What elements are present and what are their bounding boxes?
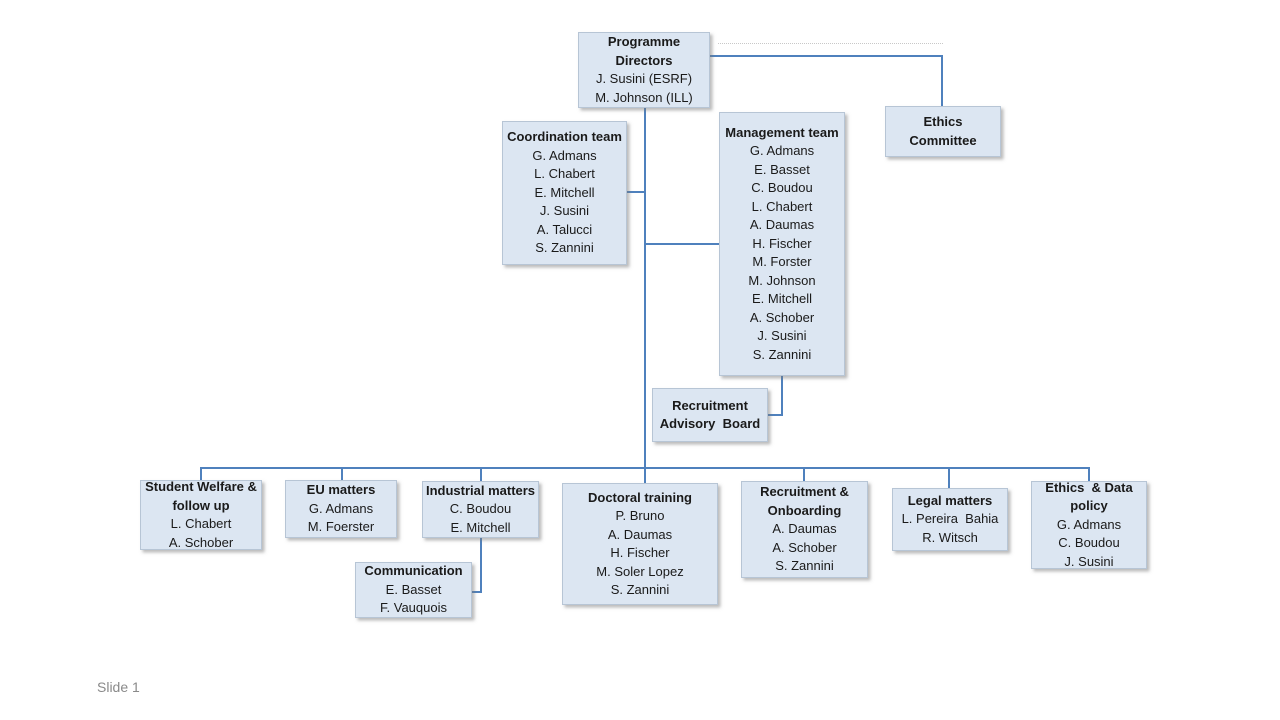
member-name: A. Daumas bbox=[607, 526, 673, 542]
member-name: S. Zannini bbox=[610, 582, 670, 597]
org-box-coordination-team: Coordination team G. Admans L. Chabert E. … bbox=[502, 121, 627, 265]
org-box-recruitment-onboarding: Recruitment & Onboarding A. Daumas A. Sch… bbox=[741, 481, 868, 578]
org-box-ethics-committee: Ethics Committee bbox=[885, 106, 1001, 157]
slide-number-label: Slide 1 bbox=[97, 679, 140, 695]
connector-industrial-to-communication-vertical bbox=[480, 538, 482, 593]
member-name: A. Daumas bbox=[772, 521, 837, 537]
box-title: Communication bbox=[364, 563, 463, 579]
member-name: C. Boudou bbox=[1058, 535, 1120, 551]
member-list: C. Boudou E. Mitchell bbox=[424, 500, 537, 537]
box-title: Doctoral training bbox=[587, 489, 692, 505]
connector-industrial-to-communication-horizontal bbox=[472, 591, 482, 593]
member-name: A. Daumas bbox=[749, 217, 815, 233]
connector-main-vertical bbox=[644, 106, 646, 468]
member-name: H. Fischer bbox=[610, 545, 670, 560]
member-name: J. Susini bbox=[757, 328, 807, 344]
member-name: S. Zannini bbox=[535, 240, 594, 256]
org-box-management-team: Management team G. Admans E. Basset C. Bou… bbox=[719, 112, 845, 376]
member-name: E. Basset bbox=[385, 581, 442, 597]
member-name: C. Boudou bbox=[751, 180, 813, 196]
member-name: C. Boudou bbox=[449, 501, 512, 517]
box-title: Coordination team bbox=[507, 129, 622, 145]
member-list: J. Susini (ESRF) M. Johnson (ILL) bbox=[580, 70, 708, 107]
member-name: S. Zannini bbox=[775, 558, 834, 574]
member-name: R. Witsch bbox=[922, 529, 978, 545]
member-list: A. Daumas A. Schober S. Zannini bbox=[743, 520, 866, 576]
box-title: Ethics Committee bbox=[909, 114, 977, 148]
member-name: J. Susini (ESRF) bbox=[595, 71, 693, 86]
member-name: S. Zannini bbox=[752, 346, 812, 362]
member-name: M. Johnson bbox=[748, 272, 816, 288]
box-title: Industrial matters bbox=[425, 482, 536, 498]
member-name: E. Mitchell bbox=[534, 184, 595, 200]
member-list: G. Admans E. Basset C. Boudou L. Chabert A. … bbox=[721, 142, 843, 364]
member-list: G. Admans M. Foerster bbox=[287, 500, 395, 537]
member-name: J. Susini bbox=[539, 203, 590, 219]
member-name: A. Schober bbox=[749, 309, 815, 325]
box-title: Student Welfare & follow up bbox=[145, 479, 257, 513]
member-name: L. Chabert bbox=[534, 166, 595, 182]
member-name: H. Fischer bbox=[752, 235, 812, 251]
connector-stub-eu-matters bbox=[341, 467, 343, 481]
connector-ethics-committee-vertical bbox=[941, 55, 943, 106]
member-list: L. Pereira Bahia R. Witsch bbox=[894, 510, 1006, 547]
org-box-industrial-matters: Industrial matters C. Boudou E. Mitchell bbox=[422, 481, 539, 538]
org-box-eu-matters: EU matters G. Admans M. Foerster bbox=[285, 480, 397, 538]
member-name: E. Mitchell bbox=[450, 519, 511, 535]
connector-coordination-team bbox=[627, 191, 646, 193]
org-box-recruitment-advisory-board: Recruitment Advisory Board bbox=[652, 388, 768, 442]
connector-stub-student-welfare bbox=[200, 467, 202, 481]
org-box-programme-directors: Programme Directors J. Susini (ESRF) M. J… bbox=[578, 32, 710, 108]
member-name: G. Admans bbox=[749, 143, 815, 159]
box-title: Legal matters bbox=[907, 492, 993, 508]
connector-stub-legal-matters bbox=[948, 467, 950, 489]
member-list: E. Basset F. Vauquois bbox=[357, 581, 470, 618]
member-list: G. Admans C. Boudou J. Susini bbox=[1033, 516, 1145, 572]
member-name: A. Schober bbox=[772, 539, 837, 555]
member-name: F. Vauquois bbox=[380, 600, 447, 616]
member-name: J. Susini bbox=[1064, 553, 1114, 569]
dotted-artifact-line bbox=[718, 43, 943, 44]
connector-management-to-rab-horizontal bbox=[768, 414, 783, 416]
member-name: G. Admans bbox=[1056, 516, 1122, 532]
box-title: Recruitment & Onboarding bbox=[760, 484, 849, 518]
connector-ethics-committee-horizontal bbox=[709, 55, 943, 57]
member-name: A. Schober bbox=[168, 534, 234, 550]
org-box-doctoral-training: Doctoral training P. Bruno A. Daumas H. Fi… bbox=[562, 483, 718, 605]
member-name: L. Pereira Bahia bbox=[901, 511, 999, 527]
member-name: P. Bruno bbox=[615, 508, 665, 523]
connector-stub-recruitment-onboarding bbox=[803, 467, 805, 482]
member-name: L. Chabert bbox=[751, 198, 813, 214]
box-title: EU matters bbox=[306, 482, 376, 498]
connector-stub-doctoral-training bbox=[644, 467, 646, 484]
org-box-communication: Communication E. Basset F. Vauquois bbox=[355, 562, 472, 618]
member-name: E. Mitchell bbox=[752, 291, 812, 307]
connector-stub-ethics-data-policy bbox=[1088, 467, 1090, 482]
member-list: P. Bruno A. Daumas H. Fischer M. Soler Lope… bbox=[564, 507, 716, 600]
member-name: E. Basset bbox=[754, 161, 810, 177]
connector-stub-industrial-matters bbox=[480, 467, 482, 481]
connector-management-to-rab-vertical bbox=[781, 376, 783, 416]
member-name: L. Chabert bbox=[170, 516, 232, 531]
member-name: A. Talucci bbox=[536, 221, 593, 237]
org-box-legal-matters: Legal matters L. Pereira Bahia R. Witsch bbox=[892, 488, 1008, 551]
box-title: Recruitment Advisory Board bbox=[659, 397, 761, 432]
member-name: M. Johnson (ILL) bbox=[595, 89, 693, 105]
member-name: M. Forster bbox=[752, 254, 812, 270]
member-name: G. Admans bbox=[308, 500, 374, 516]
member-name: M. Soler Lopez bbox=[596, 563, 684, 579]
member-name: M. Foerster bbox=[307, 519, 375, 535]
member-list: L. Chabert A. Schober bbox=[142, 515, 260, 552]
box-title: Management team bbox=[725, 124, 839, 140]
box-title: Ethics & Data policy bbox=[1045, 479, 1133, 514]
connector-management-team bbox=[645, 243, 719, 245]
member-name: G. Admans bbox=[532, 147, 597, 163]
box-title: Programme Directors bbox=[607, 34, 681, 68]
